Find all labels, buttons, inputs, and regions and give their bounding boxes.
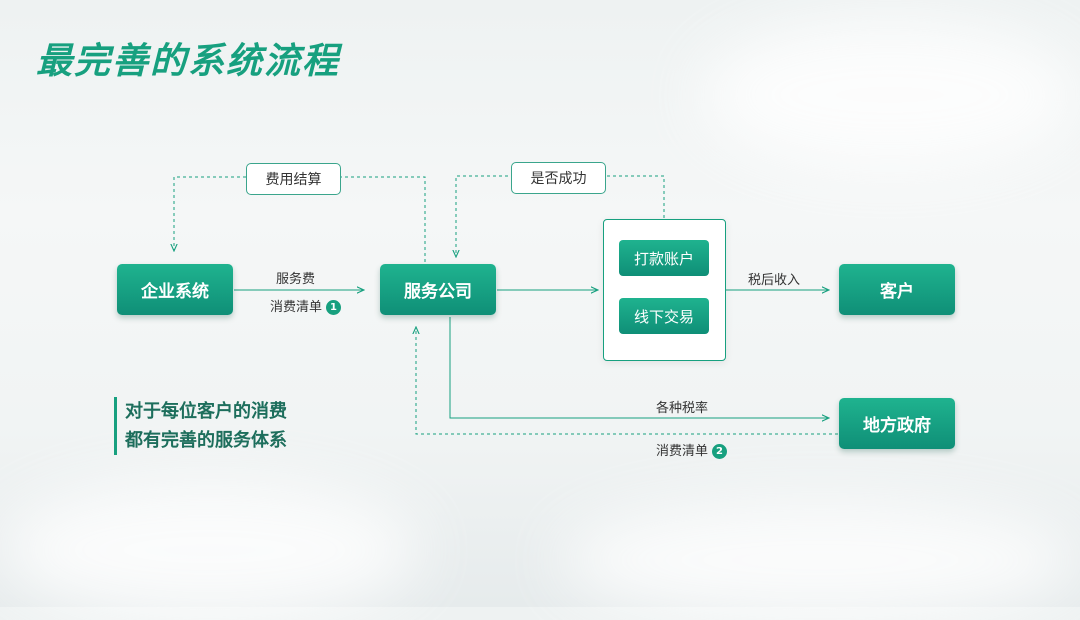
- offline-trade-node: 线下交易: [619, 298, 709, 334]
- bg-cloud: [700, 20, 1080, 170]
- bg-cloud: [0, 480, 420, 620]
- service-company-node: 服务公司: [380, 264, 496, 315]
- success-check-label: 是否成功: [511, 162, 606, 194]
- edge-service-government: [449, 317, 829, 418]
- local-government-node: 地方政府: [839, 398, 955, 449]
- service-note: 对于每位客户的消费 都有完善的服务体系: [114, 397, 287, 455]
- fee-settlement-label: 费用结算: [246, 163, 341, 195]
- service-note-line-1: 对于每位客户的消费: [125, 401, 287, 422]
- service-note-line-2: 都有完善的服务体系: [125, 430, 287, 451]
- service-fee-label: 服务费: [276, 272, 316, 287]
- page-title: 最完善的系统流程: [36, 40, 341, 82]
- tax-rates-label: 各种税率: [656, 401, 709, 416]
- consumption-list-1-text: 消费清单: [270, 300, 323, 315]
- customer-node: 客户: [839, 264, 955, 315]
- step-2-badge: 2: [712, 444, 728, 459]
- enterprise-system-node: 企业系统: [117, 264, 233, 315]
- edge-government-service: [416, 327, 838, 435]
- consumption-list-2-text: 消费清单: [656, 444, 709, 459]
- payment-account-node: 打款账户: [619, 240, 709, 276]
- step-1-badge: 1: [326, 300, 342, 315]
- bg-cloud: [560, 500, 1080, 620]
- after-tax-income-label: 税后收入: [748, 273, 801, 288]
